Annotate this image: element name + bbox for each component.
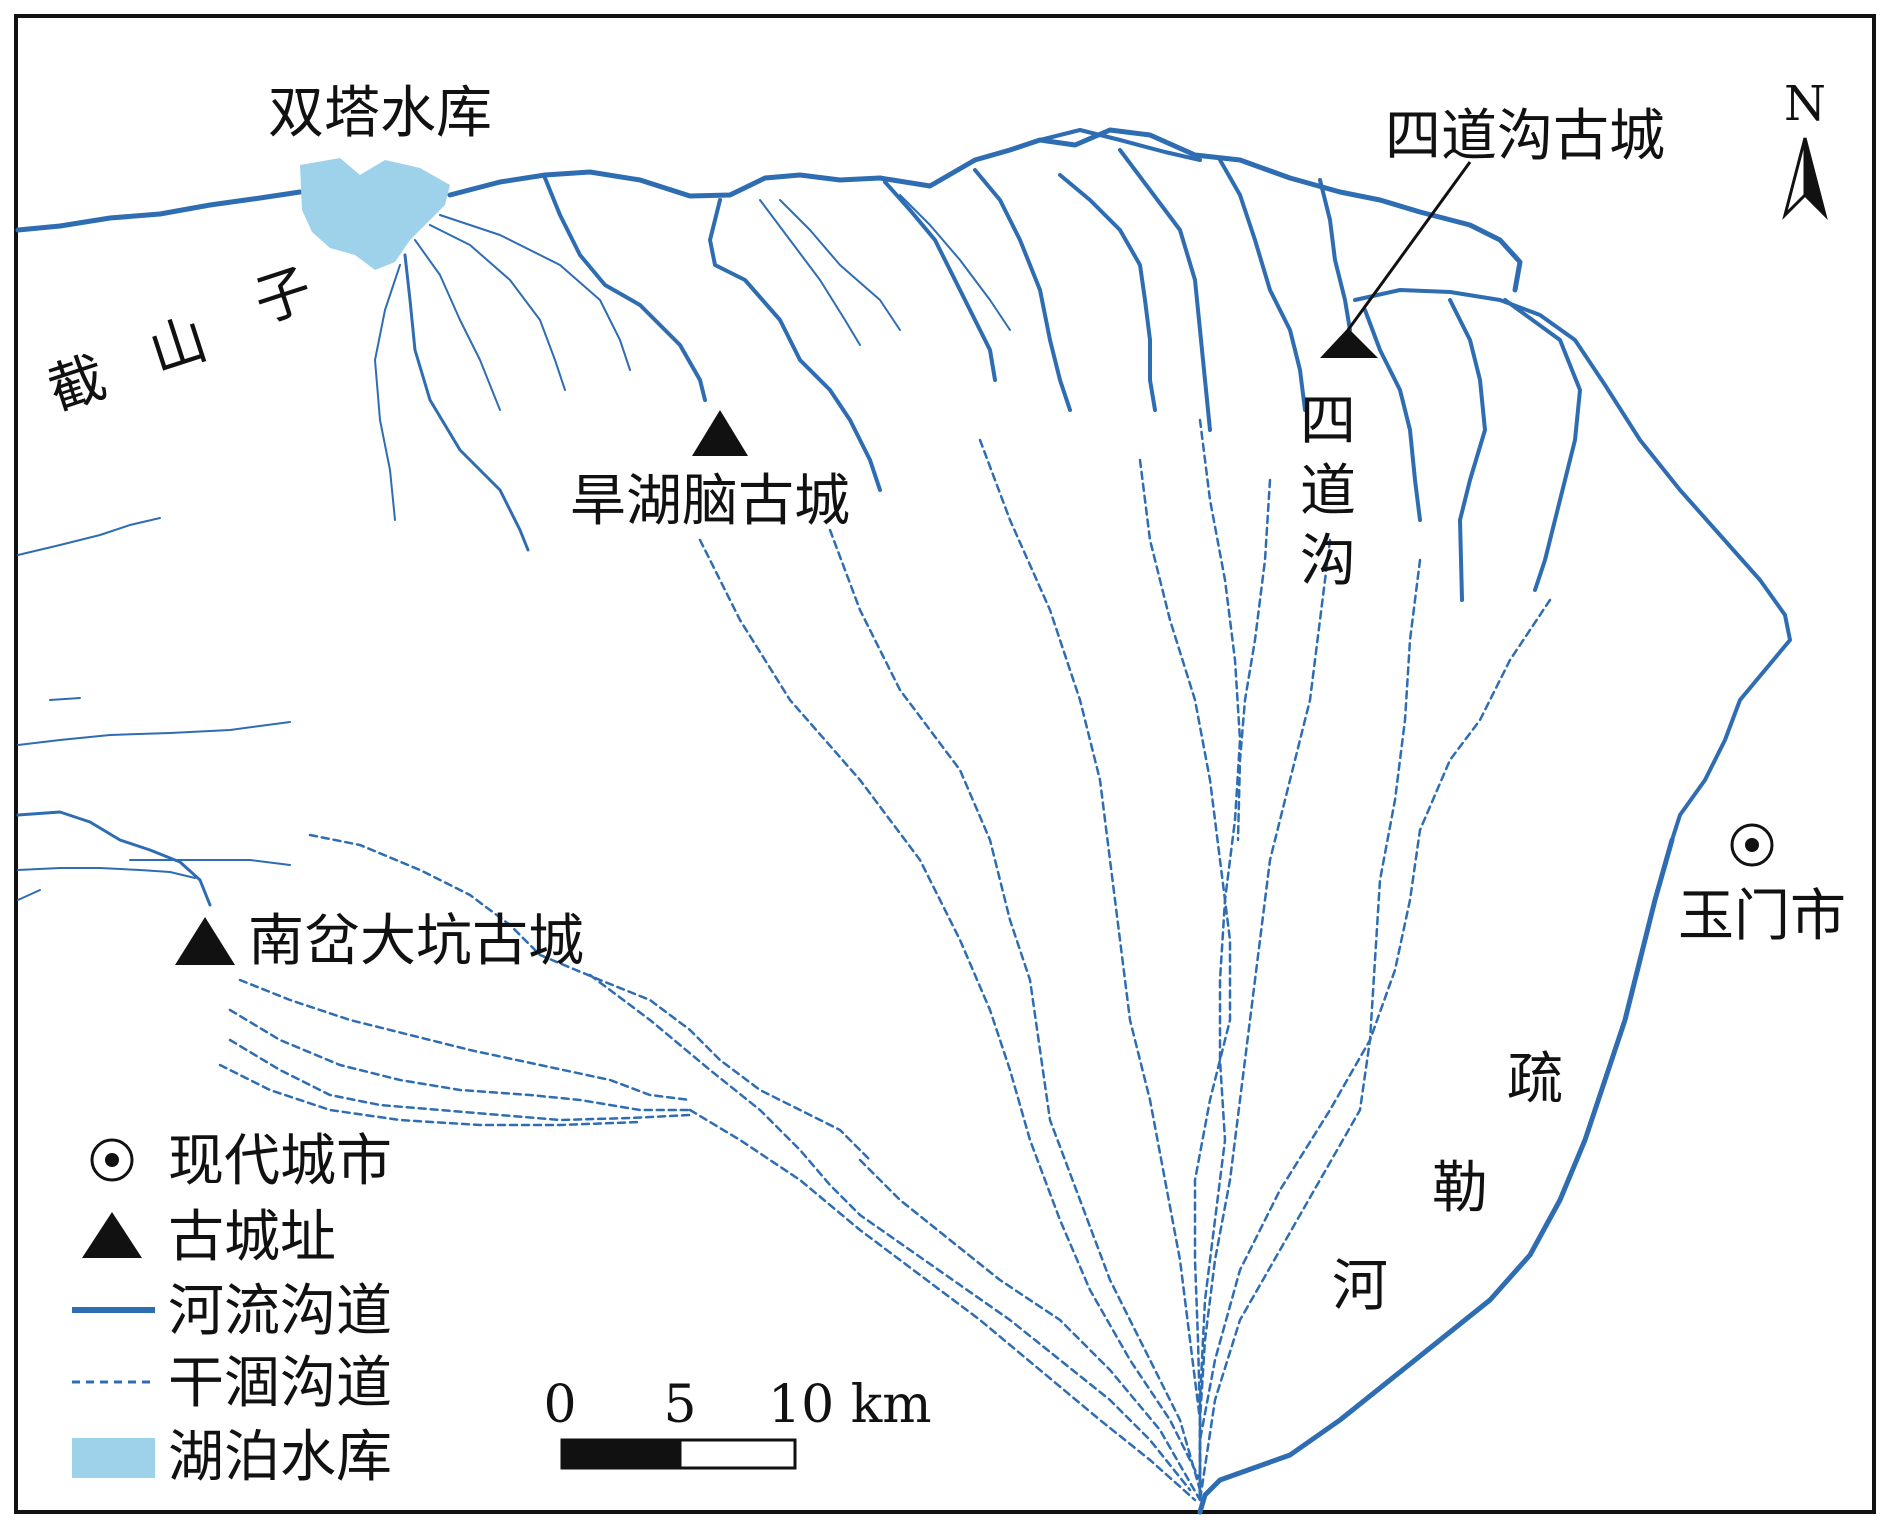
yumen-city-icon [1730, 823, 1774, 867]
dry-channel-3 [978, 438, 1202, 1502]
dry-channel-6 [1236, 478, 1272, 842]
site-nanpen-triangle-icon [175, 917, 235, 965]
feeder-river-5 [1058, 173, 1157, 412]
reservoir-polygon [300, 158, 450, 270]
site-hanhunao-triangle-icon [692, 410, 748, 456]
north-arrow: N [1782, 76, 1828, 220]
dry-channel-2 [828, 528, 1202, 1492]
dry-channel-sw-2 [238, 978, 692, 1102]
dry-channel-sw-6 [588, 973, 1192, 1492]
dry-channels [218, 418, 1552, 1502]
west-stream-2 [17, 721, 291, 746]
yumen-city-center-dot [1745, 838, 1759, 852]
feeder-river-6 [1118, 148, 1212, 432]
dry-channel-5 [1198, 418, 1242, 1502]
west-stream-5 [17, 867, 196, 879]
west-stream-7 [129, 859, 291, 866]
channel-sidaogou-char-2: 道 [1300, 459, 1356, 524]
map-frame [14, 14, 1876, 1514]
channel-sidaogou-label: 四 道 沟 [1300, 389, 1356, 594]
dry-channel-sw-5 [218, 1063, 642, 1127]
feeder-river-3 [883, 180, 997, 382]
west-stream-6 [17, 889, 41, 901]
dry-channel-9 [1198, 598, 1552, 1502]
legend-label-dry: 干涸沟道 [168, 1351, 392, 1416]
site-nanpen-label: 南岔大坑古城 [248, 909, 584, 974]
legend-label-city: 现代城市 [168, 1129, 392, 1194]
dry-channel-sw-4 [228, 1038, 692, 1122]
main-river-west [15, 189, 303, 233]
feeder-river-2 [708, 198, 882, 492]
legend-label-lake: 湖泊水库 [168, 1425, 392, 1490]
scale-bar-white [678, 1438, 797, 1470]
dry-channel-sw-1 [308, 833, 872, 1162]
legend-item-river: 河流沟道 [72, 1279, 392, 1344]
city-yumen-label: 玉门市 [1678, 884, 1846, 949]
thin-stream-4 [429, 224, 566, 391]
north-arrow-label: N [1784, 76, 1826, 132]
feeder-river-10 [1448, 298, 1487, 602]
river-network [15, 127, 1792, 1515]
scale-bar-black [560, 1438, 682, 1470]
scale-bar: 0 5 10 km [543, 1375, 932, 1470]
dry-channel-sw-7 [688, 1108, 1197, 1502]
feeder-river-1 [543, 176, 707, 402]
thin-stream-6 [759, 199, 861, 346]
thin-stream-2 [403, 253, 530, 552]
site-sidaogou-label: 四道沟古城 [1385, 104, 1665, 169]
dry-channel-sw-3 [228, 1008, 692, 1112]
thin-stream-5 [439, 214, 631, 371]
site-sidaogou-triangle-icon [1320, 328, 1378, 358]
feeder-river-7 [1218, 158, 1307, 412]
legend-item-site: 古城址 [82, 1205, 336, 1270]
thin-stream-7 [779, 199, 901, 331]
legend-lake-fill-icon [72, 1438, 155, 1478]
legend: 现代城市 古城址 河流沟道 干涸沟道 湖泊水库 [72, 1129, 392, 1490]
channel-sidaogou-char-3: 沟 [1300, 529, 1356, 594]
feeder-river-11 [1503, 298, 1582, 592]
river-shule-char-2: 勒 [1432, 1156, 1488, 1221]
thin-stream-1 [414, 239, 501, 411]
river-shule-label: 疏 勒 河 [1332, 1047, 1563, 1319]
dry-channel-4 [1138, 458, 1232, 1502]
river-shule-char-1: 疏 [1507, 1047, 1563, 1112]
west-stream-1 [17, 517, 161, 556]
legend-triangle-icon [82, 1212, 142, 1258]
west-stream-4 [16, 810, 212, 907]
channel-sidaogou-char-1: 四 [1300, 389, 1356, 454]
scale-tick-0: 0 [543, 1375, 576, 1435]
feeder-river-8 [1318, 178, 1352, 332]
feeder-river-9 [1363, 308, 1422, 522]
river-shule-char-3: 河 [1332, 1254, 1388, 1319]
legend-item-lake: 湖泊水库 [72, 1425, 392, 1490]
legend-city-icon-dot [105, 1153, 119, 1167]
north-arrow-fill [1803, 137, 1828, 220]
legend-label-site: 古城址 [168, 1205, 336, 1270]
cross-channel [1353, 288, 1792, 842]
feeder-river-4 [973, 168, 1072, 412]
site-hanhunao-label: 旱湖脑古城 [570, 469, 850, 534]
shule-river [1197, 837, 1675, 1515]
legend-item-dry: 干涸沟道 [72, 1351, 392, 1416]
dry-channel-1 [698, 538, 1202, 1482]
main-river-east [447, 127, 1523, 293]
west-stream-3 [49, 697, 81, 701]
legend-label-river: 河流沟道 [168, 1279, 392, 1344]
scale-tick-5: 5 [663, 1375, 696, 1435]
dry-channel-7 [1198, 538, 1332, 1502]
thin-stream-8 [899, 194, 1011, 331]
reservoir-label: 双塔水库 [268, 81, 492, 146]
scale-tick-10: 10 km [768, 1375, 932, 1435]
dry-channel-sw-8 [858, 1158, 1202, 1502]
legend-item-city: 现代城市 [90, 1129, 392, 1194]
sidaogou-leader-line [1346, 161, 1472, 331]
upper-branch [1038, 128, 1202, 162]
thin-stream-3 [374, 264, 401, 521]
